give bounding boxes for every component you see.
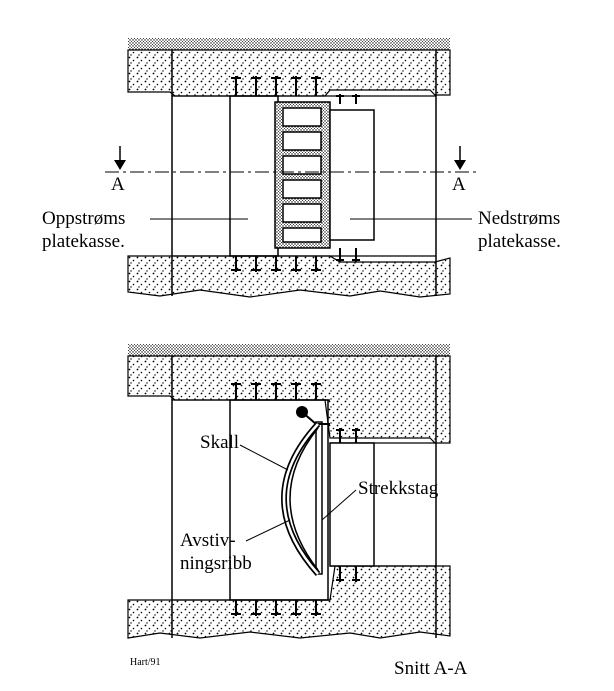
section-arrow-left: [114, 146, 126, 170]
bottom-upstream-box: [229, 399, 329, 601]
stiffener-label-line2: ningsribb: [180, 553, 252, 574]
stiffener-label-line1: Avstiv-: [180, 530, 236, 551]
downstream-plate-box: [329, 109, 375, 241]
stiffener-leader: [245, 519, 291, 542]
upstream-plate-box: [229, 95, 279, 257]
shell-leader: [239, 444, 289, 471]
tie-rod-label: Strekkstag: [358, 478, 439, 499]
top-rock-upper-crust: [128, 38, 450, 50]
author-mark: Hart/91: [130, 657, 161, 668]
section-arrow-right: [454, 146, 466, 170]
gate-cells: [282, 107, 322, 243]
bottom-downstream-box: [329, 442, 375, 567]
top-view: A A Oppstrøms platekasse. Nedstrøms plat…: [42, 38, 561, 298]
bottom-rock-upper-crust: [128, 344, 450, 356]
upstream-label-line2: platekasse.: [42, 231, 125, 252]
bottom-rock-lower: [127, 565, 451, 639]
bottom-anchors: [231, 382, 360, 616]
section-mark-right: A: [452, 174, 466, 195]
top-anchors: [231, 76, 360, 272]
tie-rod: [315, 421, 323, 575]
top-rock-lower: [127, 255, 451, 298]
top-rock-upper: [127, 49, 451, 97]
downstream-label-line2: platekasse.: [478, 231, 561, 252]
downstream-label-line1: Nedstrøms: [478, 208, 560, 229]
upstream-label-line1: Oppstrøms: [42, 208, 125, 229]
tie-rod-leader: [321, 489, 357, 521]
bottom-view: Skall Strekkstag Avstiv- ningsribb: [127, 344, 451, 639]
shell-label: Skall: [200, 432, 239, 453]
section-caption: Snitt A-A: [394, 658, 468, 679]
stiffener-arc: [289, 427, 319, 571]
section-mark-left: A: [111, 174, 125, 195]
